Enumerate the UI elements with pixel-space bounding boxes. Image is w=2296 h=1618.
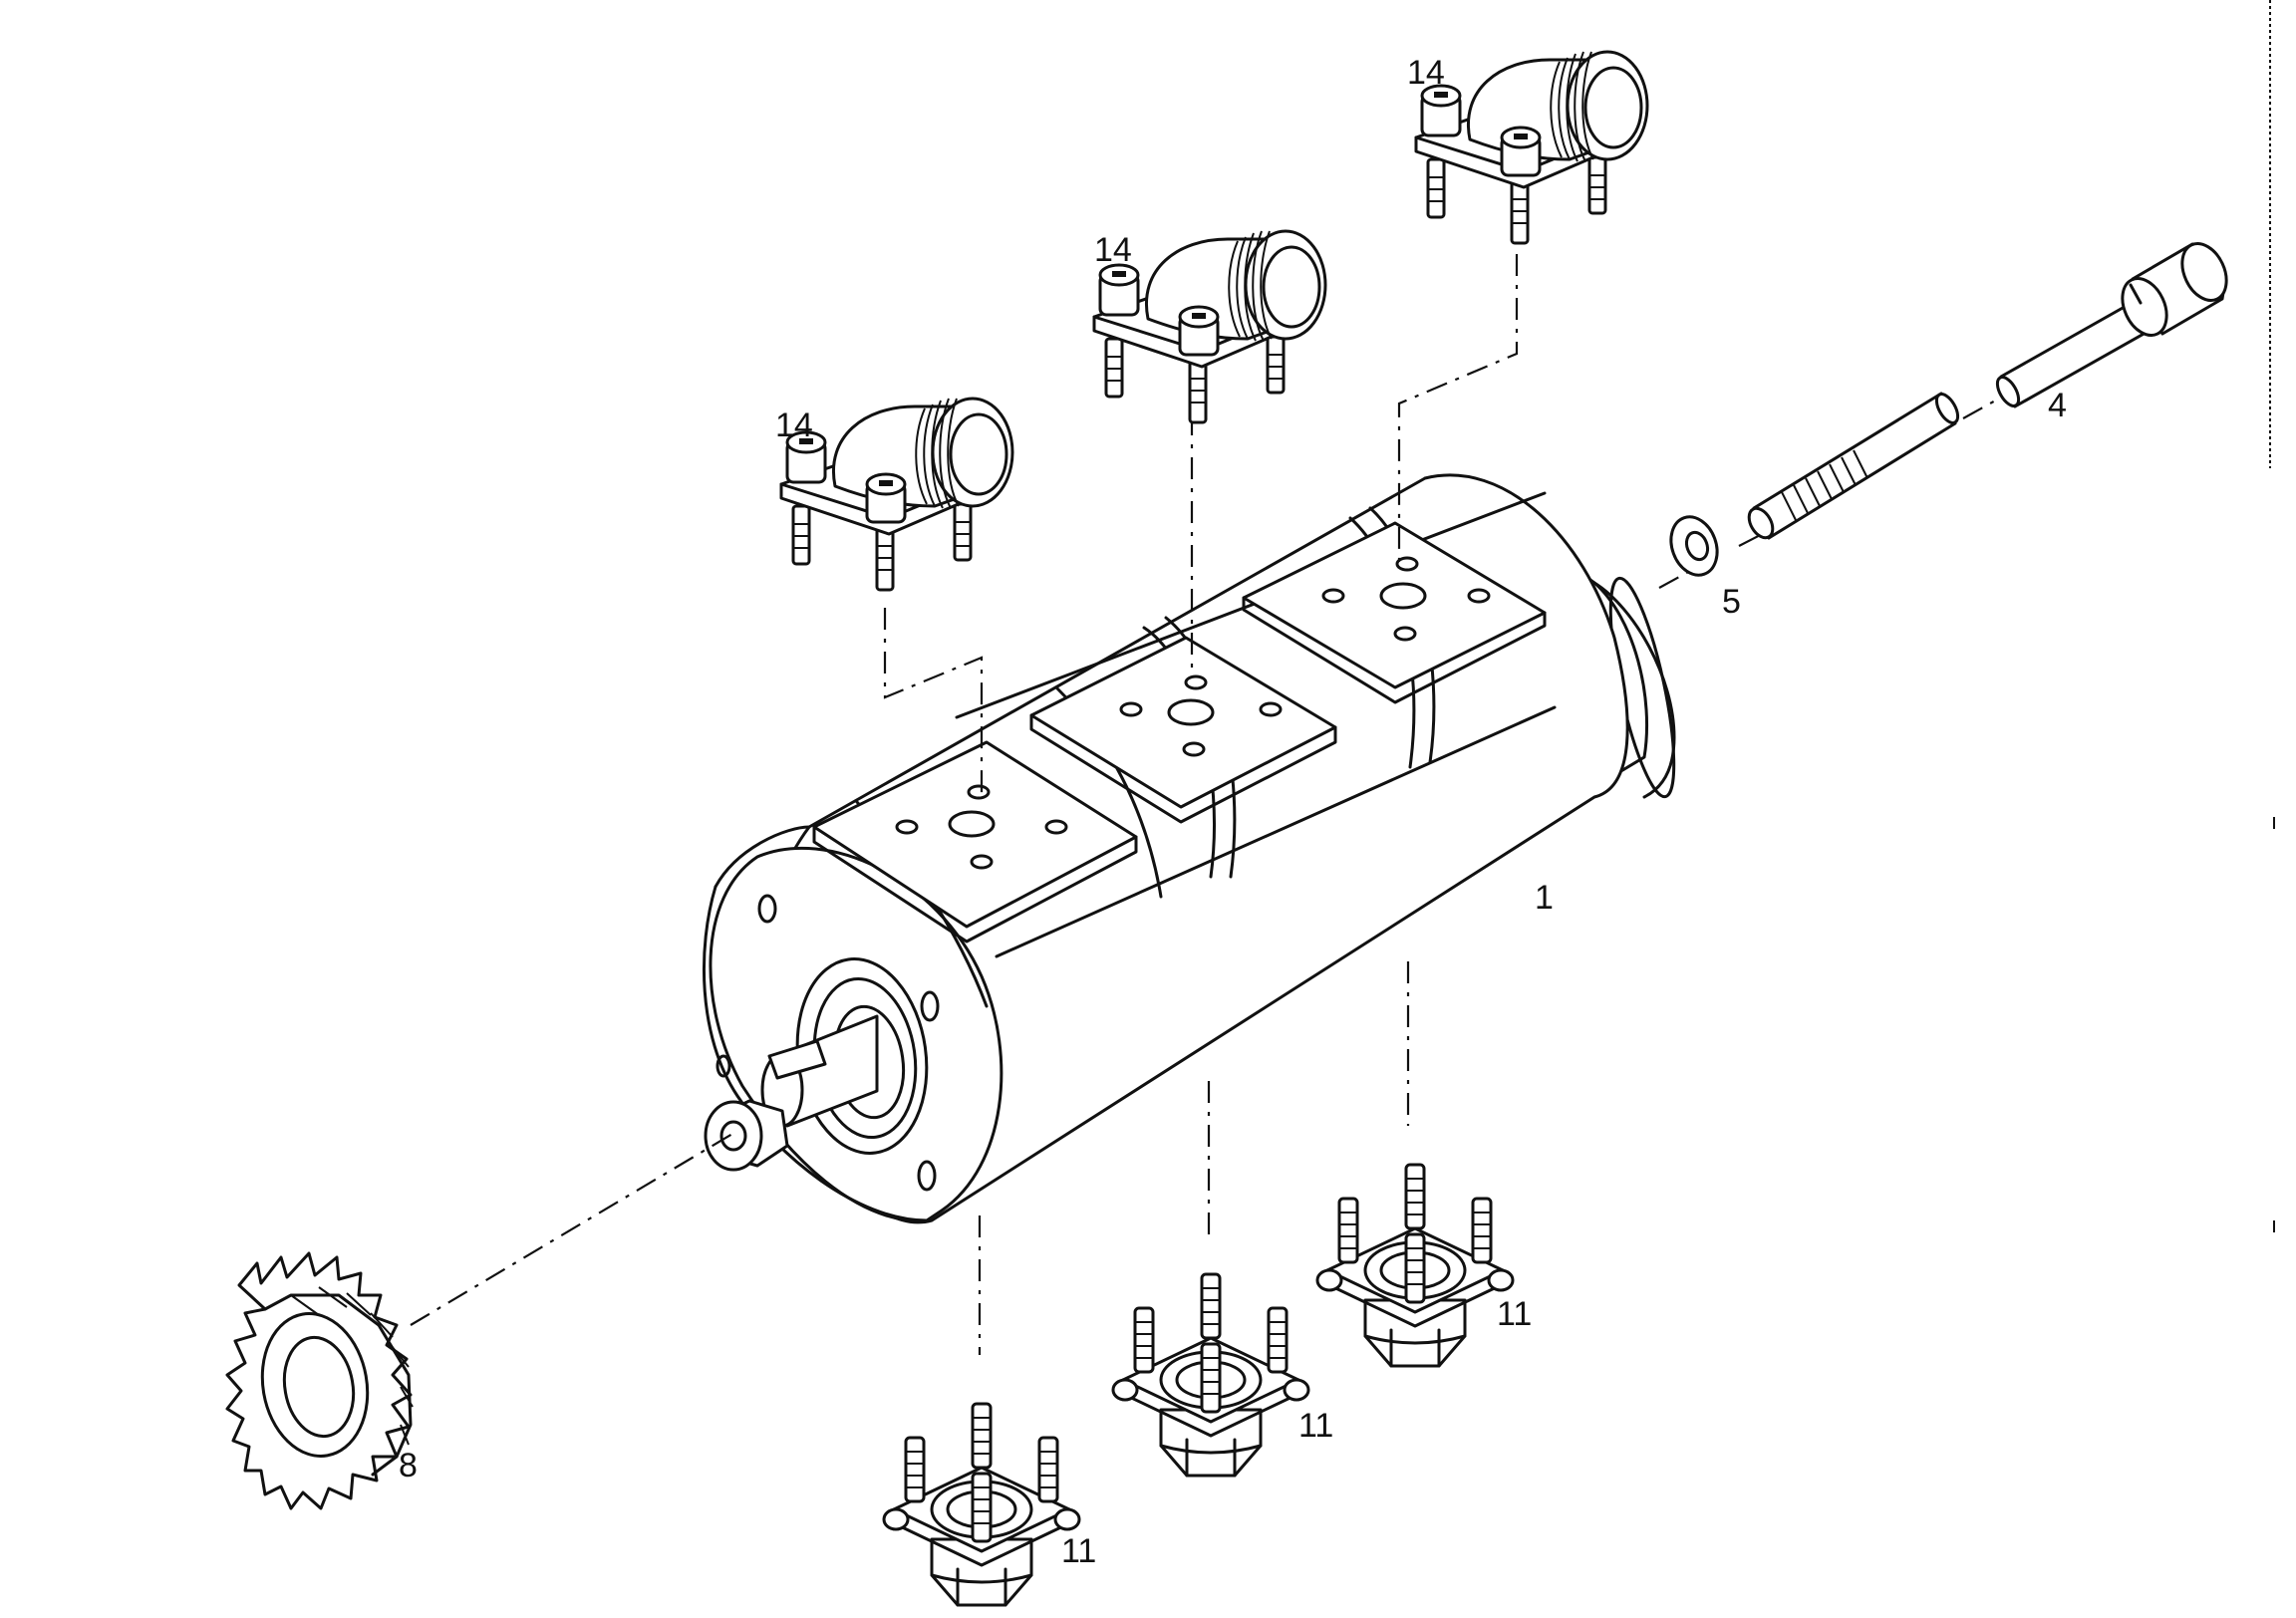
label-flange-2: 11 — [1298, 1407, 1333, 1445]
label-flange-3: 11 — [1497, 1295, 1532, 1333]
label-elbow-3: 14 — [1407, 54, 1445, 92]
bottom-flange-1 — [882, 1402, 1081, 1607]
label-pump: 1 — [1535, 879, 1554, 917]
label-elbow-2: 14 — [1094, 231, 1132, 269]
label-washer: 5 — [1722, 583, 1741, 621]
long-bolt — [1747, 242, 2228, 540]
washer — [1669, 515, 1719, 577]
part-labels: 1 4 5 8 11 11 11 14 14 14 — [399, 54, 2067, 1570]
bottom-flange-2 — [1111, 1272, 1310, 1478]
label-gear: 8 — [399, 1447, 418, 1484]
elbow-fitting-3 — [1414, 50, 1649, 245]
label-elbow-1: 14 — [775, 406, 813, 444]
scan-edge-marks — [2269, 0, 2275, 1232]
port-pad-front — [812, 740, 1138, 944]
port-pad-rear — [1242, 521, 1547, 704]
assembly-lines — [410, 254, 2009, 1355]
gear-pump-body — [702, 473, 1676, 1224]
bottom-flange-3 — [1315, 1163, 1515, 1368]
drive-gear — [225, 1251, 414, 1510]
elbow-fitting-1 — [779, 397, 1014, 592]
label-flange-1: 11 — [1061, 1532, 1096, 1570]
port-pad-middle — [1029, 636, 1337, 824]
label-bolt: 4 — [2048, 387, 2067, 424]
